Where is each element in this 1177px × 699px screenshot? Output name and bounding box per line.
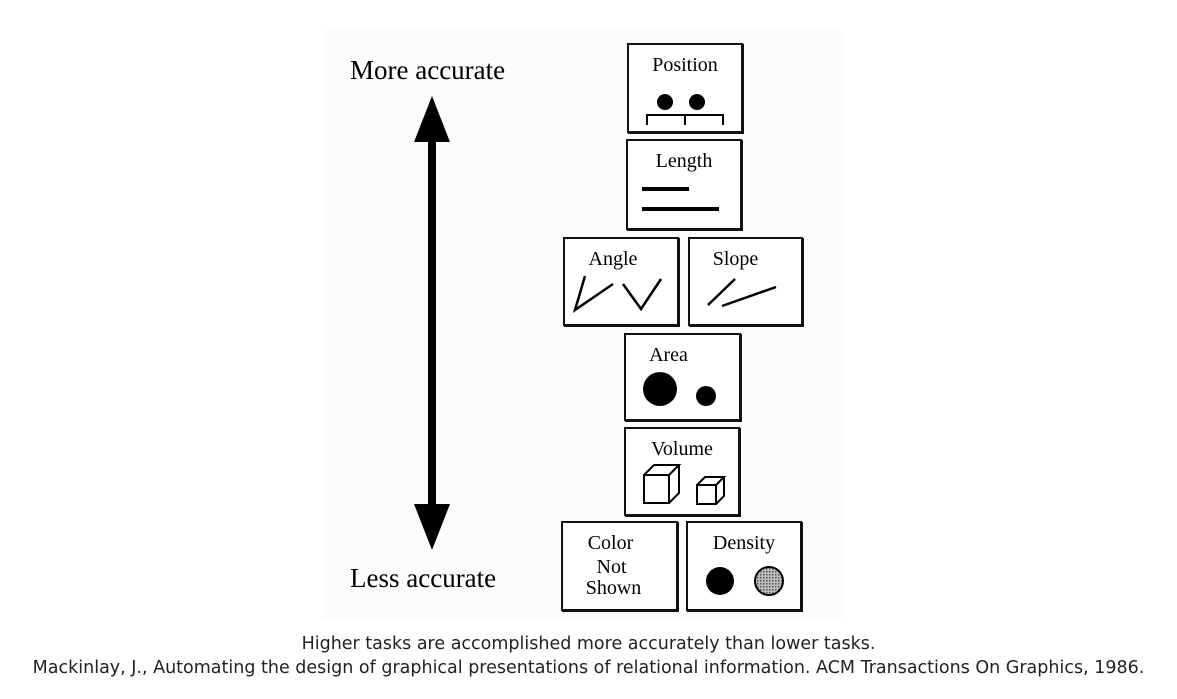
angle-glyph: [572, 275, 663, 314]
caption-citation: Mackinlay, J., Automating the design of …: [32, 658, 1145, 678]
arrow-head-up: [414, 96, 450, 142]
density-title: Density: [712, 532, 776, 554]
color-not-label: Not: [596, 556, 627, 578]
slope-glyph: [707, 278, 777, 308]
position-box: Position: [627, 43, 743, 133]
slope-box: Slope: [688, 237, 803, 326]
more-accurate-label: More accurate: [350, 55, 506, 85]
less-accurate-label: Less accurate: [350, 563, 497, 593]
area-glyph: [643, 372, 716, 406]
color-title: Color: [587, 532, 634, 554]
density-glyph: [706, 566, 784, 596]
accuracy-arrow: [414, 96, 450, 550]
caption-line-1: Higher tasks are accomplished more accur…: [301, 634, 876, 654]
angle-box: Angle: [563, 237, 679, 326]
area-title: Area: [649, 344, 688, 366]
density-box: Density: [686, 521, 802, 611]
color-shown-label: Shown: [585, 577, 642, 599]
arrow-head-down: [414, 504, 450, 550]
arrow-shaft: [428, 134, 436, 510]
position-glyph: [646, 94, 724, 125]
angle-title: Angle: [588, 248, 638, 270]
position-title: Position: [652, 54, 718, 76]
length-box: Length: [626, 139, 742, 230]
area-box: Area: [624, 333, 741, 421]
volume-box: Volume: [624, 427, 740, 516]
length-title: Length: [655, 150, 713, 172]
color-box: Color Not Shown: [561, 521, 678, 611]
slope-title: Slope: [712, 248, 759, 270]
length-glyph: [642, 187, 719, 211]
volume-glyph: [643, 464, 727, 505]
volume-title: Volume: [651, 438, 713, 460]
